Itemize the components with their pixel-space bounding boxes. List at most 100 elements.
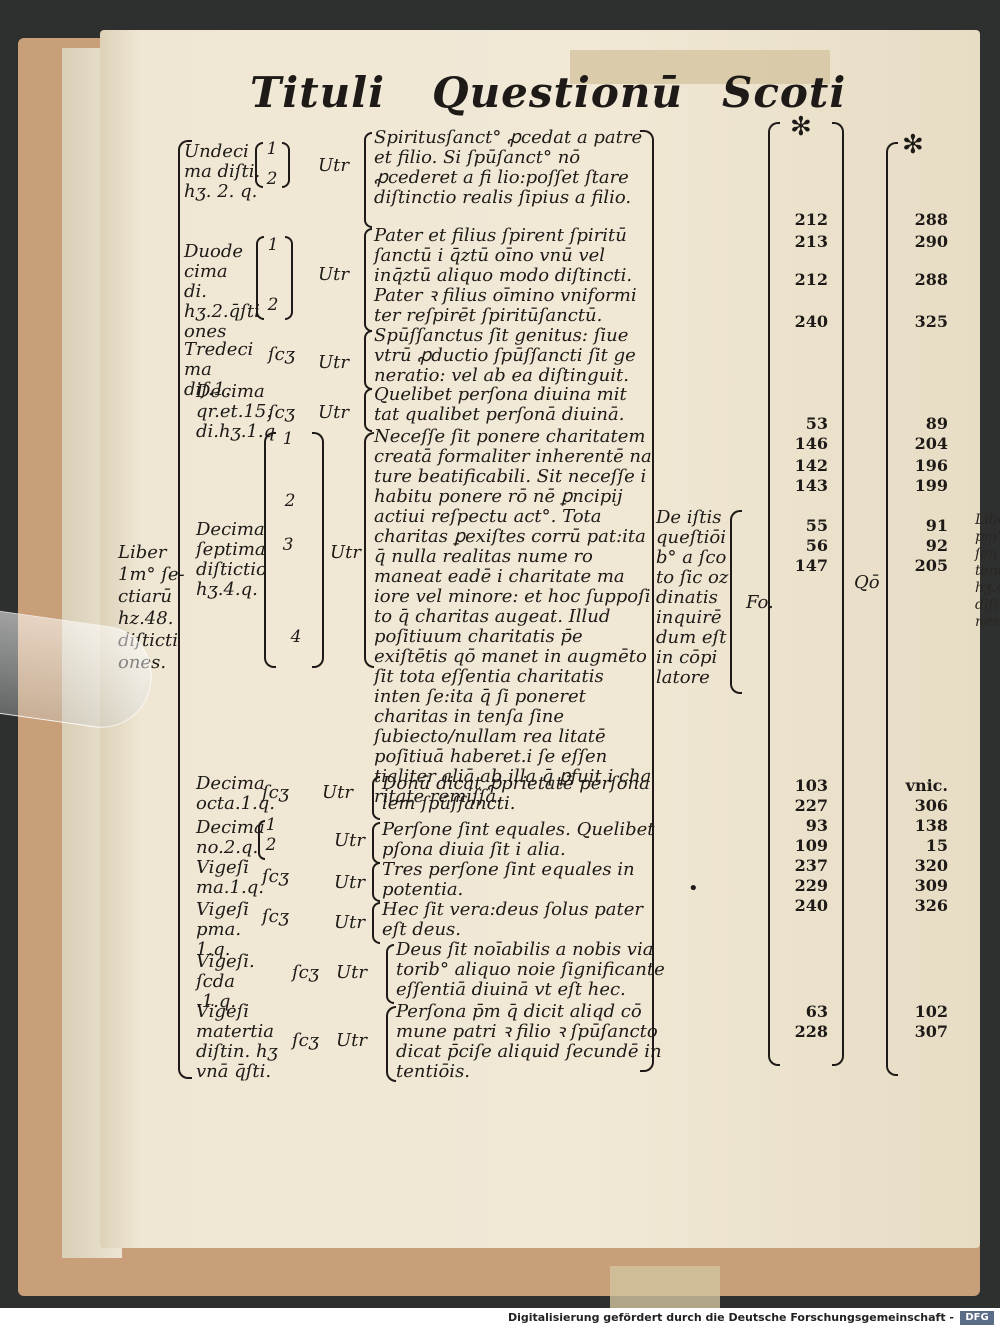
title-word-1: Tituli [250,68,386,117]
brace [372,822,380,864]
folio-number: 146 [794,434,828,453]
paper-repair-strip [570,50,830,84]
folio-bracket-left [768,122,780,1066]
brace [730,510,742,694]
facing-page-margin-note: Liber pm° ſen tentia hʒ.48. diſtictio ne… [975,512,1000,630]
qo-label: Qō [854,572,880,593]
sc-connector: ſcʒ [262,866,289,887]
question-number: 3 [282,535,294,555]
question-number-ref: 91 [925,516,948,535]
folio-number: 229 [794,876,828,895]
question-number-ref: 307 [914,1022,948,1041]
question-number-ref: 290 [914,232,948,251]
sc-connector: ſcʒ [292,962,319,983]
paper-repair-strip-bottom [610,1266,720,1308]
question-number: 2 [265,835,277,855]
brace [364,228,372,332]
question-number: 1 [266,139,278,159]
question-text: Quelibet perſona diuina mit tat qualibet… [374,384,627,425]
utr-connector: Utr [334,830,366,851]
utr-connector: Utr [336,962,368,983]
question-number: 1 [265,815,277,835]
utr-connector: Utr [334,912,366,933]
question-number-ref: 92 [925,536,948,555]
brace [255,142,263,188]
dot-mark: • [688,878,699,899]
folio-number: 109 [794,836,828,855]
brace [364,330,372,390]
sc-connector: ſcʒ [262,782,289,803]
question-number-ref: 288 [914,210,948,229]
question-number-ref: 309 [914,876,948,895]
question-number-ref: 199 [914,476,948,495]
brace [386,1006,396,1082]
footer-bar: Digitalisierung gefördert durch die Deut… [0,1308,1000,1329]
folio-bracket-right [832,122,844,1066]
folio-number: 240 [794,312,828,331]
brace [372,862,380,902]
folio-number: 93 [805,816,828,835]
questions-brace [640,130,654,1072]
question-number-ref: 196 [914,456,948,475]
distinction-20: Vigeſi ma.1.q. [196,857,264,898]
folio-number: 142 [794,456,828,475]
utr-connector: Utr [318,155,350,176]
brace [258,820,265,860]
folio-number: 103 [794,776,828,795]
book-page [100,30,980,1308]
question-text: Spūſſanctus ſit genitus: ſiue vtrū ꝓduct… [374,325,636,386]
question-number-ref: 15 [925,836,948,855]
question-text: Donū dicat ꝓprietatē perſona lem ſpūſſan… [382,773,650,814]
brace [312,432,324,668]
question-number-ref: 326 [914,896,948,915]
question-number-ref: 306 [914,796,948,815]
folio-number: 56 [805,536,828,555]
question-number-ref: 204 [914,434,948,453]
utr-connector: Utr [322,782,354,803]
question-number-ref: 102 [914,1002,948,1021]
question-text: Hec ſit vera:deus ſolus pater eſt deus. [382,899,644,940]
distinction-22: Vigeſi. ſcda .1.q. [196,951,255,1012]
distinction-17: Decima ſeptima diſtictio hʒ.4.q. [196,519,267,600]
brace [282,142,290,188]
folio-number: 53 [805,414,828,433]
distinction-13: Tredeci ma diſ.1. [184,339,254,400]
asterisk-symbol: ✻ [790,112,812,142]
utr-connector: Utr [318,352,350,373]
folio-number: 213 [794,232,828,251]
brace [264,432,276,668]
folio-number: 240 [794,896,828,915]
folio-number: 237 [794,856,828,875]
distinction-11: Undeci ma diſti. hʒ. 2. q. [184,141,261,202]
distinction-19: Decima no.2.q. [196,817,265,858]
brace [285,236,293,320]
folio-number: 55 [805,516,828,535]
question-number-ref: 320 [914,856,948,875]
brace [364,388,372,432]
question-bracket [886,142,898,1076]
fo-label: Fo. [746,592,774,613]
distinction-18: Decima octa.1.q. [196,773,276,814]
utr-connector: Utr [318,402,350,423]
folio-number: 227 [794,796,828,815]
question-text: Pater et filius ſpirent ſpiritū ſanctū i… [374,225,637,326]
question-number-ref: 325 [914,312,948,331]
question-text: Perſona p̄m q̄ dicit aliqd cō mune patri… [396,1001,662,1082]
title-word-2: Questionū [432,68,683,117]
utr-connector: Utr [334,872,366,893]
question-text: Neceſſe ſit ponere charitatem creatā for… [374,426,652,807]
folio-number: 212 [794,210,828,229]
question-number: 4 [290,627,302,647]
utr-connector: Utr [318,264,350,285]
brace [364,432,374,668]
brace [372,902,380,944]
folio-number: 143 [794,476,828,495]
distinction-14-15: Decima qr.et.15. di.hʒ.1.q [196,381,276,442]
utr-connector: Utr [330,542,362,563]
question-number: 2 [267,295,279,315]
question-number-ref: 205 [914,556,948,575]
sc-connector: ſcʒ [268,402,295,423]
sc-connector: ſcʒ [262,906,289,927]
folio-number: 228 [794,1022,828,1041]
